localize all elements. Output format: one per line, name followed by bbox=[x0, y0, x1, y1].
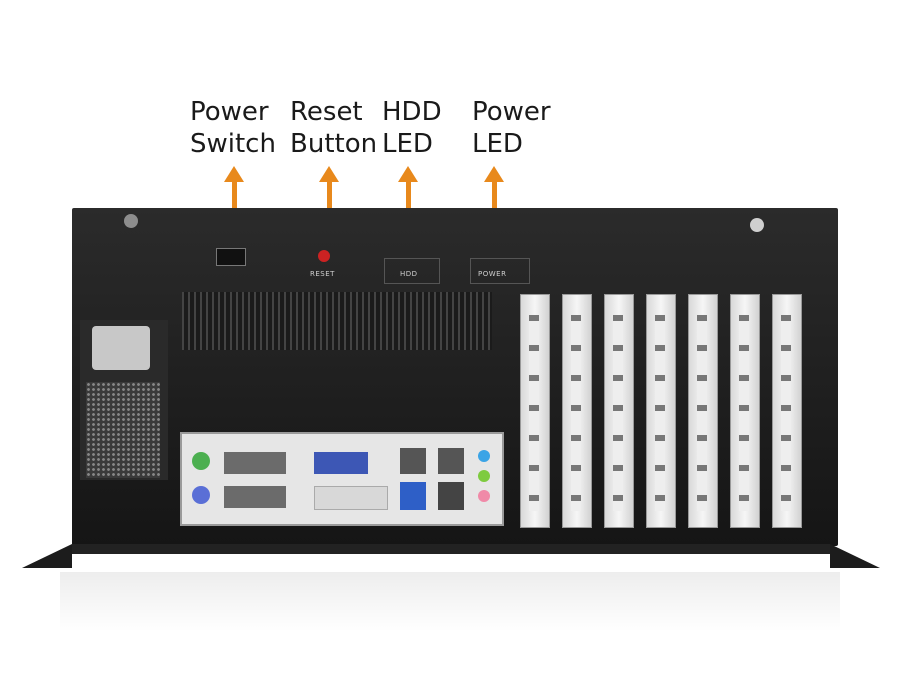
audio-jack-icon bbox=[478, 470, 490, 482]
label-reset-button: Reset Button bbox=[290, 97, 378, 159]
power-switch-icon[interactable] bbox=[216, 248, 246, 266]
serial-port-icon bbox=[224, 452, 286, 474]
ps2-port-icon bbox=[192, 486, 210, 504]
power-supply bbox=[80, 320, 168, 480]
expansion-slot bbox=[688, 294, 718, 528]
audio-jack-icon bbox=[478, 490, 490, 502]
hdd-led-icon bbox=[384, 258, 440, 284]
psu-fan-grille bbox=[86, 382, 160, 478]
expansion-slot bbox=[772, 294, 802, 528]
io-shield bbox=[180, 432, 504, 526]
label-power-switch: Power Switch bbox=[190, 97, 276, 159]
expansion-slot bbox=[604, 294, 634, 528]
ps2-port-icon bbox=[192, 452, 210, 470]
screw-left bbox=[124, 214, 138, 228]
expansion-slot bbox=[520, 294, 550, 528]
audio-jack-icon bbox=[478, 450, 490, 462]
vga-port-icon bbox=[314, 452, 368, 474]
expansion-slot bbox=[646, 294, 676, 528]
ethernet-port-icon bbox=[438, 448, 464, 474]
vent-grille bbox=[182, 292, 492, 350]
label-hdd-led: HDD LED bbox=[382, 97, 442, 159]
mounting-feet bbox=[22, 544, 880, 568]
serial-port-icon bbox=[224, 486, 286, 508]
usb-port-icon bbox=[400, 482, 426, 510]
floor-reflection bbox=[60, 572, 840, 632]
reset-button-icon[interactable] bbox=[318, 250, 330, 262]
dvi-port-icon bbox=[314, 486, 388, 510]
expansion-slot bbox=[562, 294, 592, 528]
power-label: POWER bbox=[478, 270, 507, 278]
label-power-led: Power LED bbox=[472, 97, 551, 159]
chassis-rear-panel: RESET HDD POWER bbox=[72, 208, 838, 546]
usb-port-icon bbox=[438, 482, 464, 510]
screw-right bbox=[750, 218, 764, 232]
power-led-icon bbox=[470, 258, 530, 284]
ethernet-port-icon bbox=[400, 448, 426, 474]
expansion-slot bbox=[730, 294, 760, 528]
power-socket bbox=[92, 326, 150, 370]
reset-label: RESET bbox=[310, 270, 335, 278]
hdd-label: HDD bbox=[400, 270, 418, 278]
